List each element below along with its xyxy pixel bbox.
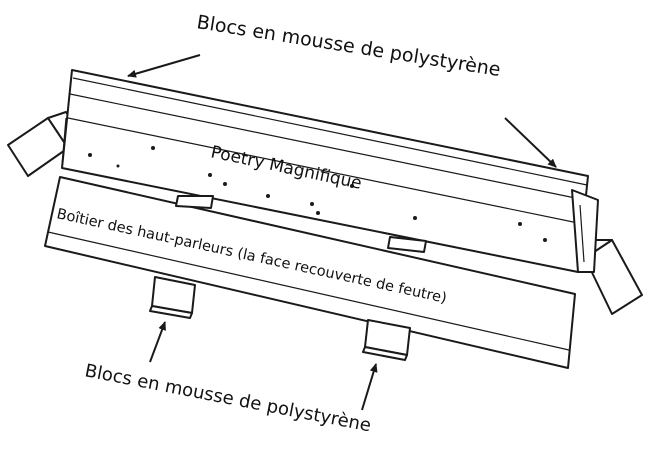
mounting-holes: [88, 146, 547, 242]
arrow-top-left: [127, 54, 201, 78]
foam-block-bottom-left: [149, 276, 196, 319]
arrow-top-right: [504, 117, 557, 168]
label-foam-top: Blocs en mousse de polystyrène: [195, 11, 502, 81]
label-foam-bottom: Blocs en mousse de polystyrène: [83, 360, 373, 436]
speaker-box: [44, 176, 576, 369]
foam-tab-right: [387, 236, 427, 253]
foam-tab-left: [175, 195, 214, 209]
speaker-unit-top: [61, 69, 599, 273]
arrow-bottom-right: [361, 363, 378, 411]
foam-block-bottom-right: [362, 319, 411, 361]
arrow-bottom-left: [149, 321, 166, 363]
